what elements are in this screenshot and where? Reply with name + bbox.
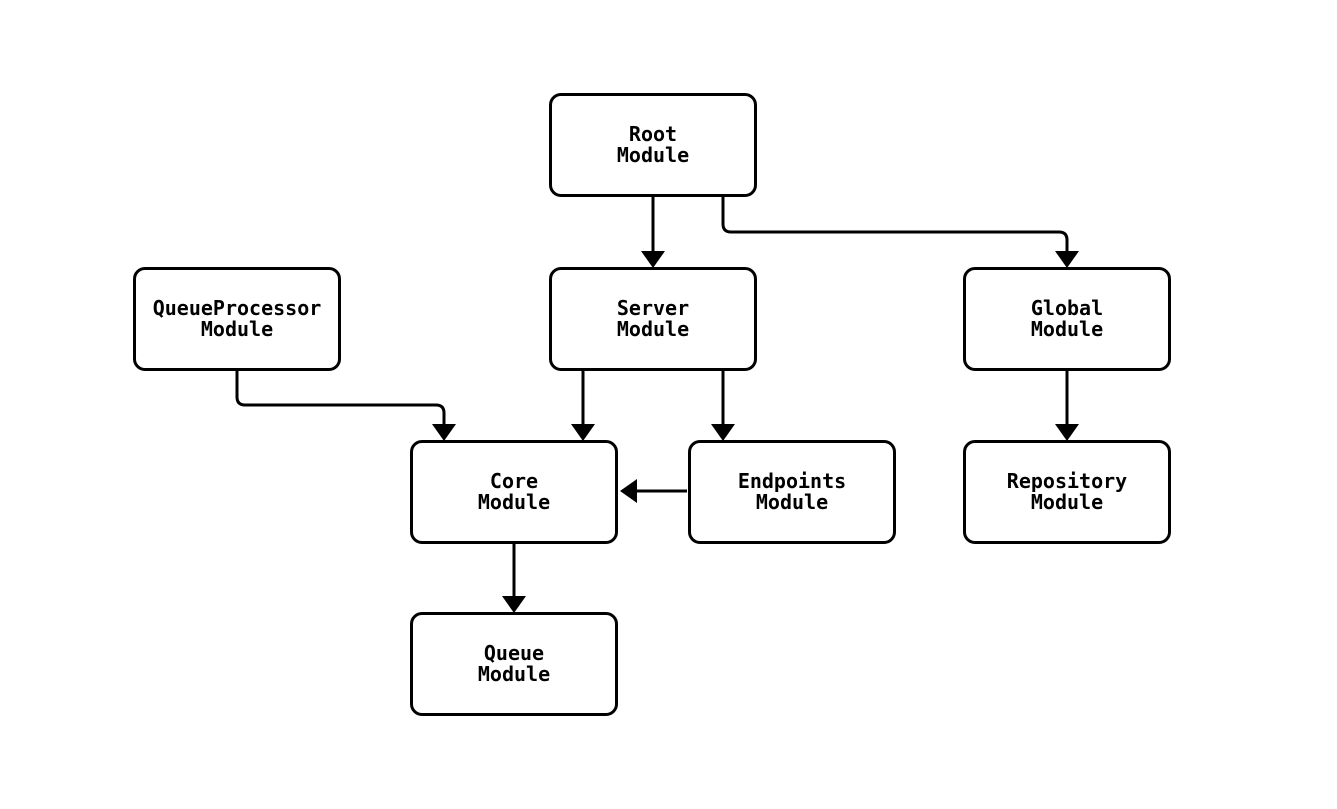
node-endpoints-module: Endpoints Module [688, 440, 896, 544]
node-queue-module: Queue Module [410, 612, 618, 716]
node-endpoints-module-label: Endpoints Module [737, 469, 847, 514]
node-repository-module: Repository Module [963, 440, 1171, 544]
node-core-module-label: Core Module [477, 469, 551, 514]
node-global-module: Global Module [963, 267, 1171, 371]
node-server-module-label: Server Module [616, 296, 690, 341]
arrowhead-root-to-server [641, 251, 665, 268]
arrowhead-global-to-repository [1055, 424, 1079, 441]
arrowhead-endpoints-to-core [620, 479, 637, 503]
node-global-module-label: Global Module [1030, 296, 1104, 341]
edge-root-to-global [721, 197, 1069, 252]
node-queueprocessor-module-label: QueueProcessor Module [152, 296, 322, 341]
arrowhead-core-to-queue [502, 596, 526, 613]
node-root-module-label: Root Module [616, 122, 690, 167]
node-core-module: Core Module [410, 440, 618, 544]
arrowhead-root-to-global [1055, 251, 1079, 268]
node-queue-module-label: Queue Module [477, 641, 551, 686]
node-server-module: Server Module [549, 267, 757, 371]
arrowhead-queueprocessor-to-core [432, 424, 456, 441]
edge-queueprocessor-to-core [235, 371, 446, 425]
arrowhead-server-to-core [571, 424, 595, 441]
node-queueprocessor-module: QueueProcessor Module [133, 267, 341, 371]
node-root-module: Root Module [549, 93, 757, 197]
node-repository-module-label: Repository Module [1006, 469, 1128, 514]
arrowhead-server-to-endpoints [711, 424, 735, 441]
